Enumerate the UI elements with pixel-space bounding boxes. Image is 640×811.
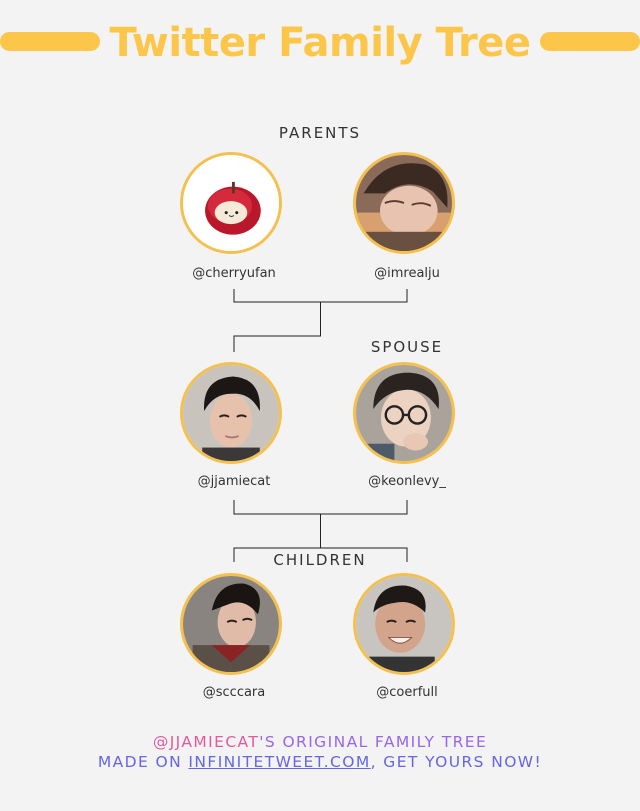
footer-tagline: 'S ORIGINAL FAMILY TREE xyxy=(259,733,488,751)
photo-avatar-image xyxy=(183,576,279,672)
avatar-cherryufan[interactable] xyxy=(180,152,282,254)
handle-self[interactable]: @jjamiecat xyxy=(197,474,271,489)
footer-cta: , GET YOURS NOW! xyxy=(370,753,543,771)
header-bar-right xyxy=(540,32,640,51)
footer-line-2: MADE ON INFINITETWEET.COM, GET YOURS NOW… xyxy=(0,752,640,772)
footer-line-1: @JJAMIECAT'S ORIGINAL FAMILY TREE xyxy=(0,732,640,752)
handle-spouse[interactable]: @keonlevy_ xyxy=(368,474,446,489)
section-label-spouse: SPOUSE xyxy=(370,338,444,356)
footer-made-on: MADE ON xyxy=(97,753,189,771)
handle-parent-2[interactable]: @imrealju xyxy=(374,266,440,281)
cherry-avatar-image xyxy=(183,155,279,251)
header-bar-left xyxy=(0,32,100,51)
page-title: Twitter Family Tree xyxy=(109,20,531,66)
section-label-children: CHILDREN xyxy=(273,551,367,569)
photo-avatar-image xyxy=(183,365,279,461)
avatar-jjamiecat[interactable] xyxy=(180,362,282,464)
handle-child-2[interactable]: @coerfull xyxy=(376,685,438,700)
photo-avatar-image xyxy=(356,365,452,461)
avatar-coerfull[interactable] xyxy=(353,573,455,675)
footer-owner-handle[interactable]: @JJAMIECAT xyxy=(152,733,260,751)
handle-child-1[interactable]: @scccara xyxy=(202,685,266,700)
section-label-parents: PARENTS xyxy=(278,124,362,142)
avatar-scccara[interactable] xyxy=(180,573,282,675)
avatar-imrealju[interactable] xyxy=(353,152,455,254)
footer-site-link[interactable]: INFINITETWEET.COM xyxy=(188,753,371,771)
avatar-keonlevy[interactable] xyxy=(353,362,455,464)
handle-parent-1[interactable]: @cherryufan xyxy=(192,266,276,281)
photo-avatar-image xyxy=(356,576,452,672)
photo-avatar-image xyxy=(356,155,452,251)
